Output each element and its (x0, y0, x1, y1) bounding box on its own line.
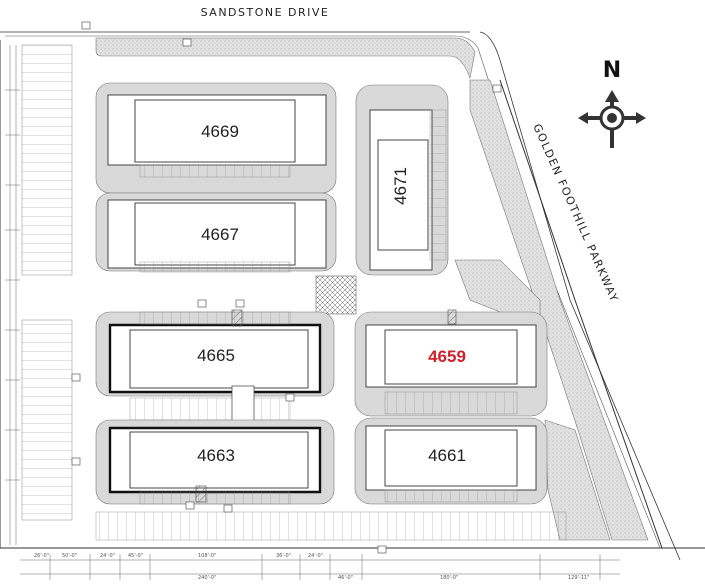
building-4669-complex: 4669 (95, 82, 337, 194)
street-label-sandstone-drive: SANDSTONE DRIVE (201, 6, 330, 19)
building-label-4669: 4669 (201, 122, 239, 141)
drive-aisle-center (129, 397, 291, 421)
building-label-4665: 4665 (197, 346, 235, 365)
building-4665-complex: 4665 (95, 311, 335, 397)
west-parking-stalls (21, 44, 73, 276)
svg-text:129'-11": 129'-11" (568, 575, 589, 581)
building-label-4671: 4671 (391, 167, 410, 205)
building-label-4659: 4659 (428, 347, 466, 366)
dimension-lines-west (5, 45, 20, 545)
compass-north-label: N (603, 58, 621, 83)
keynote-markers (71, 21, 502, 554)
north-arrow-compass: N (578, 58, 646, 148)
southeast-landscape (544, 419, 611, 541)
center-island (231, 385, 255, 423)
building-4663-complex: 4663 (95, 419, 335, 505)
dimension-labels-south: 26'-0" 50'-0" 24'-0" 45'-0" 108'-0" 36'-… (34, 553, 589, 581)
building-4671-complex: 4671 (355, 84, 449, 276)
west-parking-stalls-south (21, 319, 73, 521)
svg-text:50'-0": 50'-0" (62, 553, 77, 559)
center-plaza (315, 275, 357, 315)
north-landscape-strip (95, 37, 476, 80)
trash-enclosure-south (195, 485, 207, 503)
building-label-4667: 4667 (201, 225, 239, 244)
south-parking-stalls (95, 511, 567, 541)
property-lines (0, 31, 705, 561)
dimension-lines-south (20, 554, 620, 580)
parkway-curb (499, 79, 663, 549)
svg-text:36'-0": 36'-0" (276, 553, 291, 559)
svg-text:26'-0": 26'-0" (34, 553, 49, 559)
svg-text:108'-0": 108'-0" (198, 553, 216, 559)
building-4661-complex: 4661 (354, 417, 548, 505)
trash-enclosure-east (447, 309, 457, 325)
east-landscape-strip (469, 79, 649, 541)
trash-enclosure-north (231, 309, 243, 327)
building-label-4661: 4661 (428, 446, 466, 465)
building-label-4663: 4663 (197, 446, 235, 465)
svg-text:46'-0": 46'-0" (338, 575, 353, 581)
svg-text:24'-0": 24'-0" (308, 553, 323, 559)
building-4667-complex: 4667 (95, 192, 337, 273)
svg-text:240'-0": 240'-0" (198, 575, 216, 581)
svg-text:180'-0": 180'-0" (440, 575, 458, 581)
svg-text:45'-0": 45'-0" (128, 553, 143, 559)
building-4659-complex[interactable]: 4659 (354, 311, 548, 417)
svg-text:24'-0": 24'-0" (100, 553, 115, 559)
